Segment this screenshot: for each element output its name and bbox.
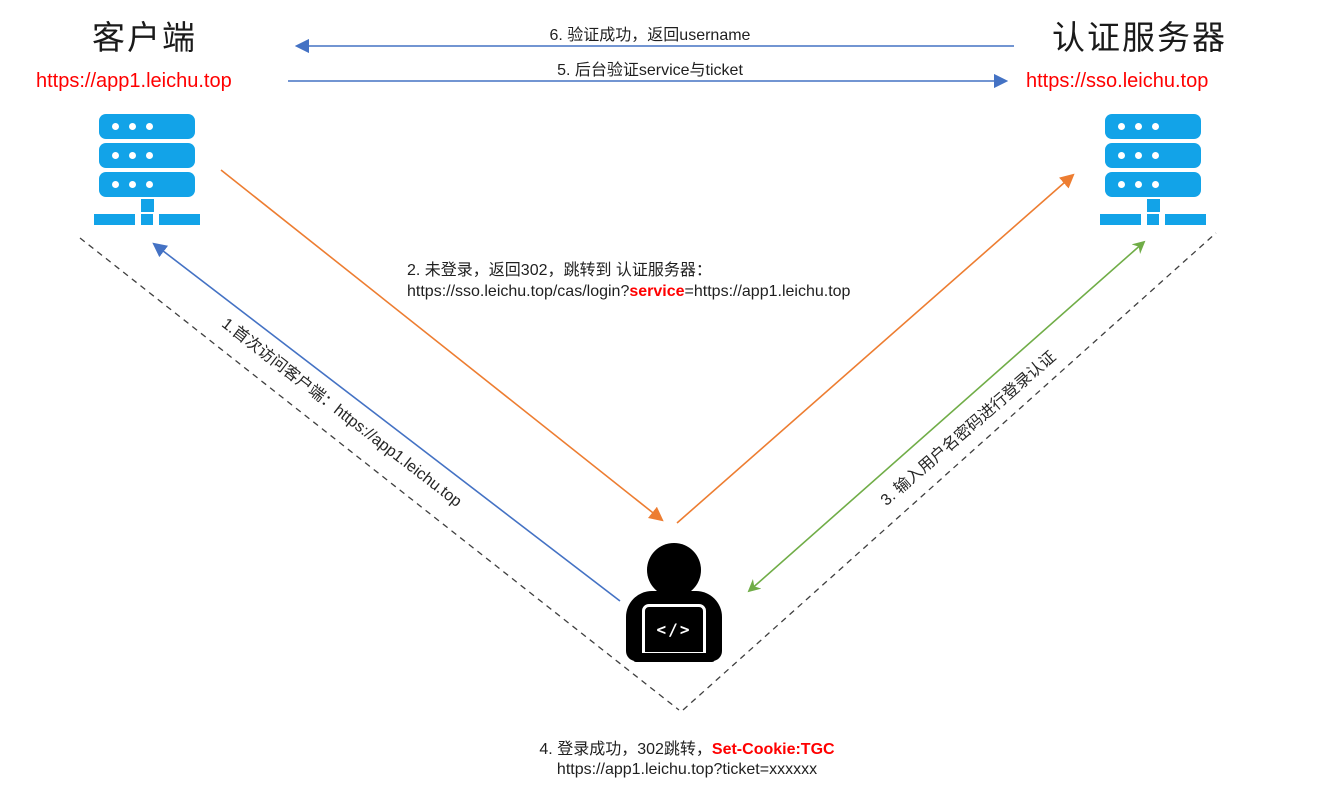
person-head	[647, 543, 701, 597]
server-rack-bar	[1105, 172, 1201, 197]
step5-label: 5. 后台验证service与ticket	[557, 62, 743, 79]
boundary-dashed-left	[79, 237, 680, 711]
server-rack-bar	[99, 114, 195, 139]
step2-line2: https://sso.leichu.top/cas/login?service…	[407, 281, 850, 302]
step4-line2: https://app1.leichu.top?ticket=xxxxxx	[556, 761, 818, 778]
user-person-laptop-icon: </>	[626, 541, 722, 665]
step2-arrow-right	[676, 173, 1075, 524]
step3-label: 3. 输入用户名密码进行登录认证	[877, 348, 1060, 510]
step1-label: 1.首次访问客户端：https://app1.leichu.top	[218, 315, 465, 511]
auth-server-title: 认证服务器	[1052, 19, 1227, 56]
server-stem	[140, 199, 154, 212]
client-title: 客户端	[92, 19, 197, 56]
laptop-screen: </>	[642, 604, 706, 655]
server-base	[94, 214, 200, 225]
step2-label: 2. 未登录，返回302，跳转到 认证服务器： https://sso.leic…	[407, 260, 850, 302]
step2-url-highlight: service	[629, 283, 685, 300]
server-rack-bar	[1105, 114, 1201, 139]
server-rack-bar	[1105, 143, 1201, 168]
server-stem	[1146, 199, 1160, 212]
server-rack-bar	[99, 172, 195, 197]
code-glyph: </>	[656, 620, 692, 639]
client-server-icon	[94, 114, 200, 225]
step6-label: 6. 验证成功，返回username	[549, 27, 751, 44]
auth-server-icon	[1100, 114, 1206, 225]
step4-highlight: Set-Cookie:TGC	[711, 741, 835, 758]
auth-server-url: https://sso.leichu.top	[1026, 70, 1209, 92]
laptop-base	[633, 653, 715, 662]
step4-prefix: 4. 登录成功，302跳转，	[539, 741, 712, 758]
client-url: https://app1.leichu.top	[36, 70, 232, 92]
server-base	[1100, 214, 1206, 225]
server-rack-bar	[99, 143, 195, 168]
step4-label: 4. 登录成功，302跳转，Set-Cookie:TGC https://app…	[452, 740, 922, 780]
step2-line1: 2. 未登录，返回302，跳转到 认证服务器：	[407, 262, 712, 279]
step2-url-suffix: =https://app1.leichu.top	[684, 283, 851, 300]
step4-line1: 4. 登录成功，302跳转，Set-Cookie:TGC	[452, 740, 922, 760]
step2-arrow-left	[220, 169, 664, 522]
step2-url-prefix: https://sso.leichu.top/cas/login?	[407, 283, 630, 300]
boundary-dashed-right	[682, 232, 1217, 711]
